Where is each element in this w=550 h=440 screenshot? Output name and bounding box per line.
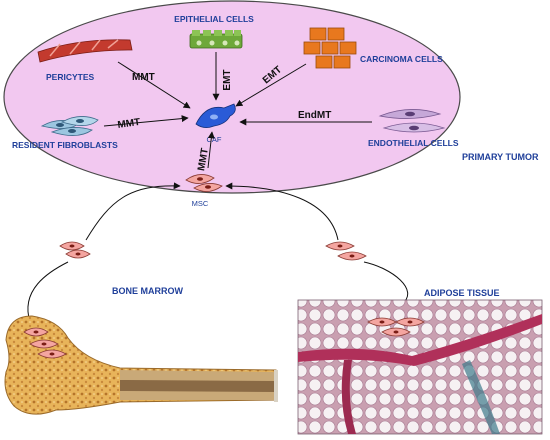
transition-endothelial: EndMT — [298, 110, 331, 121]
endothelial-cells-label: ENDOTHELIAL CELLS — [368, 138, 459, 148]
epithelial-cells-icon — [189, 30, 243, 49]
carcinoma-cells-icon — [303, 27, 357, 69]
arrow-carcinoma-to-caf — [235, 63, 307, 107]
resident-fibroblasts-label: RESIDENT FIBROBLASTS — [12, 140, 118, 150]
bone-marrow-cells-icon — [23, 327, 67, 359]
arrow-right-to-msc — [225, 182, 339, 241]
adipose-cells-icon — [367, 317, 425, 337]
carcinoma-cells-label: CARCINOMA CELLS — [360, 54, 443, 64]
msc-label: MSC — [192, 199, 209, 208]
migrating-cells-left-icon — [59, 241, 91, 259]
primary-tumor-region — [3, 0, 461, 194]
arrow-bone-marrow-path — [27, 261, 69, 323]
arrow-left-to-msc — [85, 182, 181, 241]
transition-msc: MMT — [196, 147, 211, 171]
arrow-adipose-path — [363, 261, 409, 305]
endothelial-cells-icon — [378, 109, 446, 133]
epithelial-cells-label: EPITHELIAL CELLS — [174, 14, 254, 24]
arrow-pericytes-to-caf — [117, 61, 191, 109]
arrow-msc-to-caf — [207, 131, 215, 169]
caf-cell-icon — [195, 103, 236, 128]
msc-cell-icon — [185, 174, 223, 192]
migrating-cells-right-icon — [325, 241, 367, 261]
primary-tumor-label: PRIMARY TUMOR — [462, 152, 539, 162]
bone-marrow-label: BONE MARROW — [112, 286, 183, 296]
arrow-fibroblasts-to-caf — [103, 115, 189, 127]
caf-label: CAF — [207, 135, 222, 144]
adipose-tissue-label: ADIPOSE TISSUE — [424, 288, 500, 298]
resident-fibroblasts-icon — [40, 116, 99, 136]
bone-illustration — [4, 315, 278, 415]
transition-fibroblasts: MMT — [117, 117, 141, 131]
transition-pericytes: MMT — [132, 72, 155, 83]
transition-epithelial: EMT — [222, 69, 233, 90]
pericytes-icon — [37, 39, 133, 63]
pericytes-label: PERICYTES — [46, 72, 95, 82]
